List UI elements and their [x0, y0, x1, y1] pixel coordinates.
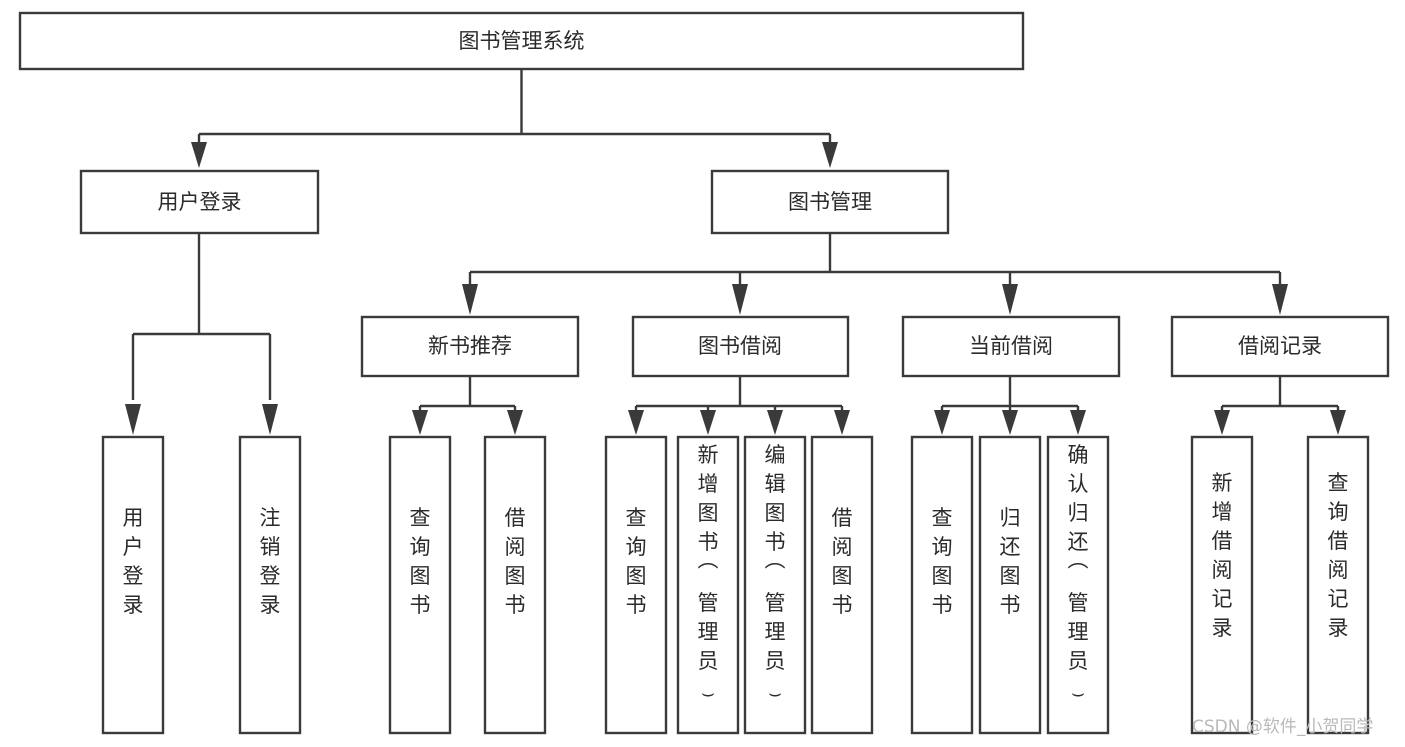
node-new-book-recommend-label: 新书推荐 [428, 334, 512, 358]
arrow-head-book-borrow [732, 284, 748, 315]
node-leaf-confirm-return[interactable]: 确认归还⌒管理员⌣ [1046, 435, 1110, 735]
node-borrow-record-label: 借阅记录 [1238, 334, 1322, 358]
node-leaf-query-book-2-label: 查询图书 [626, 506, 647, 617]
node-leaf-confirm-return-label: 确认归还⌒管理员⌣ [1068, 443, 1089, 705]
node-leaf-borrow-book-2-label: 借阅图书 [832, 506, 853, 617]
node-book-borrow[interactable]: 图书借阅 [631, 315, 850, 378]
node-leaf-add-record-box[interactable] [1190, 435, 1254, 735]
node-leaf-borrow-book-1-label: 借阅图书 [505, 506, 526, 617]
node-book-management-box[interactable] [710, 169, 950, 235]
node-leaf-add-book-label: 新增图书⌒管理员⌣ [698, 443, 719, 705]
arrow-head-borrow-record [1272, 284, 1288, 315]
arrow-head-user-login [191, 142, 207, 168]
node-book-borrow-box[interactable] [631, 315, 850, 378]
node-borrow-record-box[interactable] [1170, 315, 1390, 378]
node-leaf-query-record-box[interactable] [1306, 435, 1370, 735]
node-root-label: 图书管理系统 [459, 29, 585, 53]
node-leaf-user-logout-label: 注销登录 [260, 506, 281, 617]
node-leaf-query-book-3[interactable]: 查询图书 [910, 435, 974, 735]
node-leaf-confirm-return-box[interactable] [1046, 435, 1110, 735]
node-leaf-borrow-book-2-box[interactable] [810, 435, 874, 735]
arrow-head-leaf-borrow-book-2 [834, 410, 850, 435]
arrow-head-current-borrow [1002, 284, 1018, 315]
node-leaf-query-book-3-label: 查询图书 [932, 506, 953, 617]
node-current-borrow-box[interactable] [901, 315, 1121, 378]
node-current-borrow-label: 当前借阅 [969, 334, 1053, 358]
node-leaf-query-book-2[interactable]: 查询图书 [604, 435, 668, 735]
connector-group-borrow-record [1214, 376, 1346, 435]
csdn-watermark: CSDN @软件_小贺同学 [1192, 717, 1373, 737]
arrow-head-leaf-return-book [1002, 410, 1018, 435]
node-leaf-user-login[interactable]: 用户登录 [101, 435, 165, 735]
arrow-head-leaf-add-record [1214, 410, 1230, 435]
arrow-head-leaf-query-book-2 [628, 410, 644, 435]
connector-group-book-management [462, 233, 1288, 315]
connector-group-new-book-recommend [412, 376, 523, 435]
connector-group-user-login [125, 233, 278, 435]
arrow-head-leaf-confirm-return [1070, 410, 1086, 435]
node-leaf-add-record[interactable]: 新增借阅记录 [1190, 435, 1254, 735]
node-leaf-query-book-2-box[interactable] [604, 435, 668, 735]
node-leaf-borrow-book-2[interactable]: 借阅图书 [810, 435, 874, 735]
arrow-head-leaf-user-logout [262, 404, 278, 435]
arrow-head-leaf-query-book-3 [934, 410, 950, 435]
connector-group-root [191, 69, 838, 168]
node-leaf-return-book[interactable]: 归还图书 [978, 435, 1042, 735]
node-root[interactable]: 图书管理系统 [18, 11, 1025, 71]
connector-group-book-borrow [628, 376, 850, 435]
arrow-head-leaf-add-book [700, 410, 716, 435]
node-borrow-record[interactable]: 借阅记录 [1170, 315, 1390, 378]
node-new-book-recommend-box[interactable] [360, 315, 580, 378]
node-book-management[interactable]: 图书管理 [710, 169, 950, 235]
node-leaf-user-logout[interactable]: 注销登录 [238, 435, 302, 735]
connector-group-current-borrow [934, 376, 1086, 435]
arrow-head-leaf-query-record [1330, 410, 1346, 435]
node-current-borrow[interactable]: 当前借阅 [901, 315, 1121, 378]
node-leaf-user-login-box[interactable] [101, 435, 165, 735]
arrow-head-leaf-query-book-1 [412, 410, 428, 435]
node-new-book-recommend[interactable]: 新书推荐 [360, 315, 580, 378]
node-root-box[interactable] [18, 11, 1025, 71]
node-leaf-query-record-label: 查询借阅记录 [1328, 471, 1349, 640]
node-leaf-query-book-3-box[interactable] [910, 435, 974, 735]
arrow-head-new-book-recommend [462, 284, 478, 315]
node-leaf-add-book-box[interactable] [676, 435, 740, 735]
arrow-head-book-management [822, 142, 838, 168]
node-user-login-box[interactable] [79, 169, 320, 235]
arrow-head-leaf-edit-book [767, 410, 783, 435]
arrow-head-leaf-user-login [125, 404, 141, 435]
node-user-login-label: 用户登录 [158, 190, 242, 214]
node-leaf-edit-book-box[interactable] [743, 435, 807, 735]
node-leaf-edit-book[interactable]: 编辑图书⌒管理员⌣ [743, 435, 807, 735]
node-leaf-query-book-1-label: 查询图书 [410, 506, 431, 617]
node-leaf-edit-book-label: 编辑图书⌒管理员⌣ [765, 443, 786, 705]
node-leaf-return-book-box[interactable] [978, 435, 1042, 735]
node-leaf-add-record-label: 新增借阅记录 [1212, 471, 1233, 640]
node-leaf-query-book-1[interactable]: 查询图书 [388, 435, 452, 735]
node-leaf-query-record[interactable]: 查询借阅记录 [1306, 435, 1370, 735]
arrow-head-leaf-borrow-book-1 [507, 410, 523, 435]
node-book-borrow-label: 图书借阅 [698, 334, 782, 358]
node-leaf-user-logout-box[interactable] [238, 435, 302, 735]
node-leaf-borrow-book-1[interactable]: 借阅图书 [483, 435, 547, 735]
node-leaf-user-login-label: 用户登录 [123, 506, 144, 617]
node-leaf-return-book-label: 归还图书 [1000, 506, 1021, 617]
node-user-login[interactable]: 用户登录 [79, 169, 320, 235]
node-leaf-borrow-book-1-box[interactable] [483, 435, 547, 735]
node-leaf-add-book[interactable]: 新增图书⌒管理员⌣ [676, 435, 740, 735]
node-leaf-query-book-1-box[interactable] [388, 435, 452, 735]
node-book-management-label: 图书管理 [788, 190, 872, 214]
